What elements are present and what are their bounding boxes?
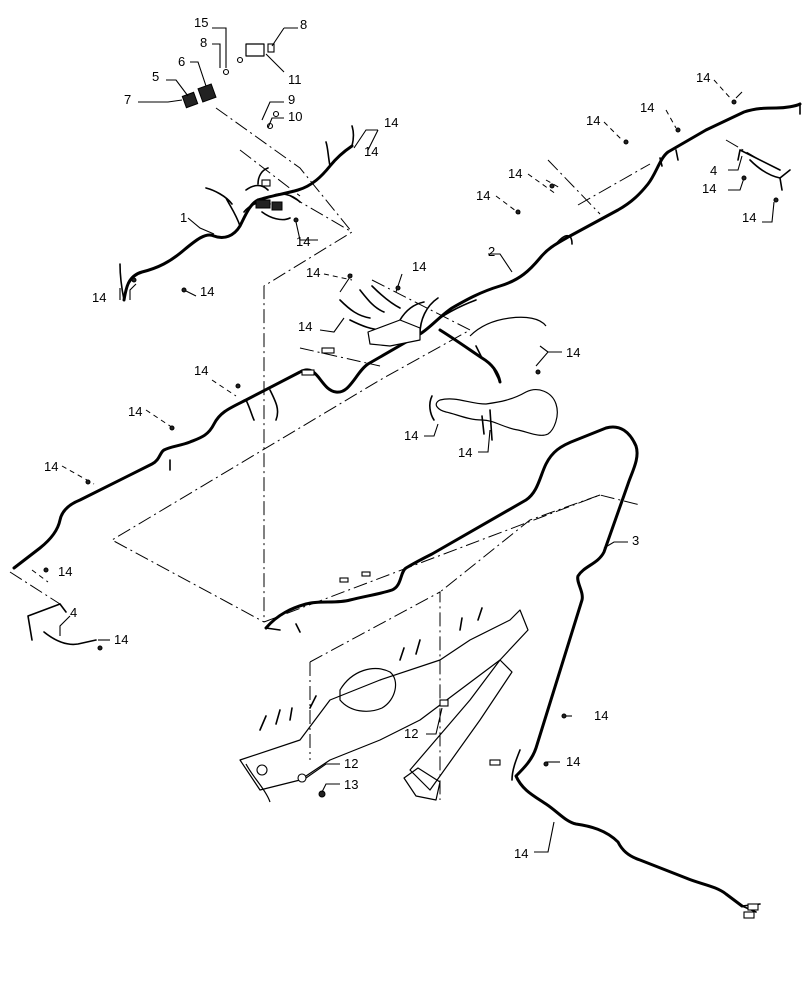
callout-14: 14 — [566, 754, 580, 769]
callout-14: 14 — [742, 210, 756, 225]
callout-14: 14 — [586, 113, 600, 128]
connector-markers — [43, 99, 779, 767]
callout-15: 15 — [194, 15, 208, 30]
callout-9: 9 — [288, 92, 295, 107]
callout-5: 5 — [152, 69, 159, 84]
callout-14: 14 — [458, 445, 472, 460]
callout-12: 12 — [404, 726, 418, 741]
callout-14: 14 — [114, 632, 128, 647]
leader-lines — [31, 27, 775, 853]
callout-14: 14 — [508, 166, 522, 181]
callout-14: 14 — [702, 181, 716, 196]
harness-4-right — [737, 149, 791, 191]
callout-2: 2 — [488, 244, 495, 259]
callout-12: 12 — [344, 756, 358, 771]
callout-14: 14 — [384, 115, 398, 130]
callout-10: 10 — [288, 109, 302, 124]
callout-13: 13 — [344, 777, 358, 792]
callout-11: 11 — [288, 72, 302, 87]
harness-4-left — [27, 603, 97, 646]
callout-14: 14 — [640, 100, 654, 115]
feeder-assembly — [239, 607, 529, 803]
harness-3 — [264, 425, 761, 919]
callout-14: 14 — [194, 363, 208, 378]
callout-4: 4 — [70, 605, 77, 620]
callout-14: 14 — [566, 345, 580, 360]
callout-14: 14 — [296, 234, 310, 249]
callout-14: 14 — [44, 459, 58, 474]
callout-14: 14 — [58, 564, 72, 579]
callout-7: 7 — [124, 92, 131, 107]
harness-2 — [12, 102, 802, 570]
callout-3: 3 — [632, 533, 639, 548]
callout-14: 14 — [514, 846, 528, 861]
callout-14: 14 — [200, 284, 214, 299]
callout-8: 8 — [200, 35, 207, 50]
callout-6: 6 — [178, 54, 185, 69]
callout-labels: 15 8 8 5 6 7 11 9 10 1 2 3 4 4 12 12 13 … — [44, 15, 756, 861]
callout-14: 14 — [412, 259, 426, 274]
callout-14: 14 — [404, 428, 418, 443]
callout-14: 14 — [696, 70, 710, 85]
callout-14: 14 — [306, 265, 320, 280]
callout-14: 14 — [476, 188, 490, 203]
callout-8: 8 — [300, 17, 307, 32]
callout-14: 14 — [594, 708, 608, 723]
callout-4: 4 — [710, 163, 717, 178]
phantom-lines — [9, 107, 761, 800]
chassis-bracket — [429, 316, 558, 441]
harness-1 — [119, 125, 355, 302]
callout-14: 14 — [92, 290, 106, 305]
callout-14: 14 — [364, 144, 378, 159]
callout-1: 1 — [180, 210, 187, 225]
callout-14: 14 — [128, 404, 142, 419]
callout-14: 14 — [298, 319, 312, 334]
